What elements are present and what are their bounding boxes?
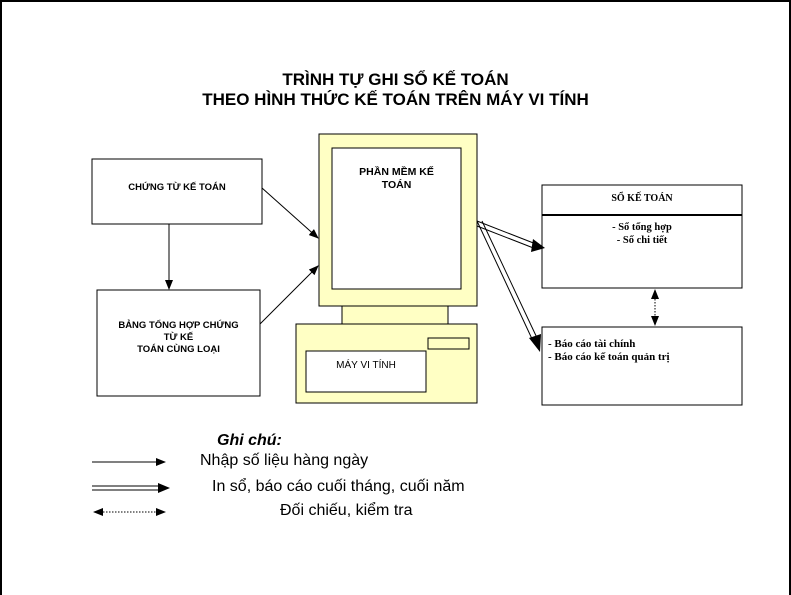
may-vi-tinh-label-box — [305, 350, 427, 393]
legend-symbol-double-head — [158, 483, 170, 493]
arrow-double-to-bao-cao-b — [481, 220, 539, 341]
arrow-double-to-so-b — [476, 225, 537, 250]
may-vi-tinh-label: MÁY VI TÍNH — [336, 360, 396, 371]
so-ke-toan-box — [541, 184, 743, 289]
legend-item-print: In sổ, báo cáo cuối tháng, cuối năm — [212, 478, 465, 495]
arrow-double-to-so-a — [476, 220, 537, 245]
so-ke-toan-items: - Sổ tổng hợp - Sổ chi tiết — [542, 221, 742, 247]
arrow-double-to-so-head — [531, 239, 545, 252]
bang-tong-hop-box — [96, 289, 261, 397]
bao-cao-box — [541, 326, 743, 406]
phan-mem-line2: TOÁN — [381, 179, 412, 191]
so-tong-hop-item: - Sổ tổng hợp — [612, 222, 672, 233]
legend-item-daily-input: Nhập số liệu hàng ngày — [200, 452, 369, 469]
bang-tong-hop-label: BẢNG TỔNG HỢP CHỨNG TỪ KẾ TOÁN CÙNG LOẠI — [97, 320, 260, 356]
phan-mem-line1: PHẦN MỀM KẾ — [359, 166, 434, 178]
bang-tong-hop-line1: BẢNG TỔNG HỢP CHỨNG — [118, 320, 239, 331]
page-title-line1: TRÌNH TỰ GHI SỔ KẾ TOÁN — [282, 70, 509, 89]
legend-heading: Ghi chú: — [217, 432, 282, 449]
bao-cao-label: - Báo cáo tài chính - Báo cáo kế toán qu… — [548, 338, 738, 364]
bang-tong-hop-line3: TOÁN CÙNG LOẠI — [137, 344, 220, 355]
arrow-chung-tu-to-phan-mem — [261, 187, 319, 239]
legend-item-reconcile: Đối chiếu, kiểm tra — [280, 502, 413, 519]
so-ke-toan-header: SỔ KẾ TOÁN — [611, 193, 673, 204]
so-chi-tiet-item: - Sổ chi tiết — [616, 235, 668, 246]
disk-drive-slot — [427, 337, 470, 350]
monitor-screen — [331, 147, 462, 290]
bao-cao-quan-tri-item: - Báo cáo kế toán quản trị — [548, 351, 670, 363]
arrow-bang-to-phan-mem — [259, 265, 319, 325]
chung-tu-box — [91, 158, 263, 225]
phan-mem-label: PHẦN MỀM KẾ TOÁN — [332, 166, 461, 192]
bao-cao-tai-chinh-item: - Báo cáo tài chính — [548, 338, 636, 350]
monitor-neck — [341, 305, 449, 325]
arrow-double-to-bao-cao-a — [476, 220, 534, 342]
arrow-double-to-bao-cao-head — [529, 334, 541, 352]
bang-tong-hop-line2: TỪ KẾ — [163, 332, 194, 343]
chung-tu-label: CHỨNG TỪ KẾ TOÁN — [128, 182, 226, 193]
page-title-line2: THEO HÌNH THỨC KẾ TOÁN TRÊN MÁY VI TÍNH — [202, 90, 589, 109]
